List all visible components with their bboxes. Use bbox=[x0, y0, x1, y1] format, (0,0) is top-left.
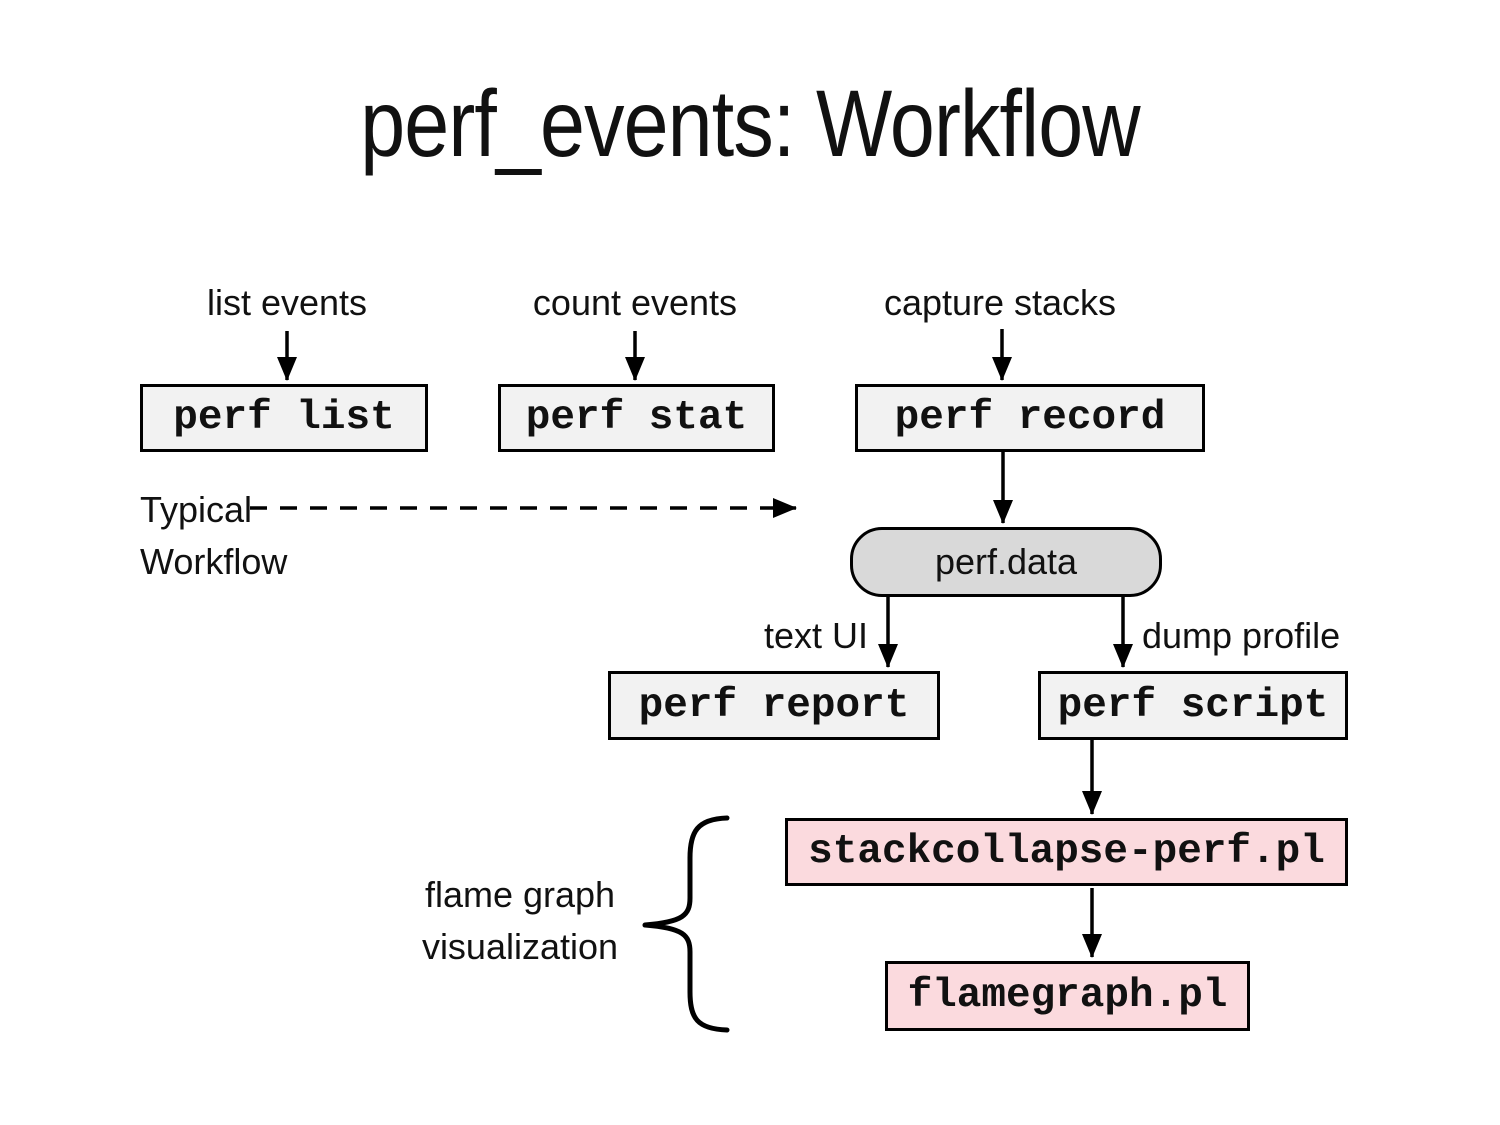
node-perf-stat: perf stat bbox=[498, 384, 775, 452]
node-perf-report: perf report bbox=[608, 671, 940, 740]
node-perf-data: perf.data bbox=[850, 527, 1162, 597]
label-flame-graph-line2: visualization bbox=[421, 926, 619, 967]
slide-title: perf_events: Workflow bbox=[360, 71, 1140, 177]
label-typical-line2: Workflow bbox=[140, 541, 288, 582]
node-stackcollapse-perf-pl: stackcollapse-perf.pl bbox=[785, 818, 1348, 886]
label-flame-graph-visualization: flame graph visualization bbox=[370, 869, 670, 973]
label-capture-stacks: capture stacks bbox=[883, 282, 1117, 323]
node-perf-script: perf script bbox=[1038, 671, 1348, 740]
node-perf-record-label: perf record bbox=[894, 395, 1166, 441]
node-flamegraph-pl: flamegraph.pl bbox=[885, 961, 1250, 1031]
node-perf-list: perf list bbox=[140, 384, 428, 452]
label-flame-graph-line1: flame graph bbox=[424, 874, 616, 915]
node-stackcollapse-label: stackcollapse-perf.pl bbox=[808, 829, 1325, 875]
label-text-ui: text UI bbox=[763, 615, 868, 656]
node-perf-report-label: perf report bbox=[638, 682, 910, 729]
label-dump-profile: dump profile bbox=[1142, 615, 1341, 656]
node-perf-stat-label: perf stat bbox=[525, 395, 748, 441]
label-typical-workflow: Typical Workflow bbox=[140, 484, 287, 588]
label-typical-line1: Typical bbox=[140, 489, 253, 530]
label-list-events: list events bbox=[206, 282, 368, 323]
node-perf-record: perf record bbox=[855, 384, 1205, 452]
node-perf-data-label: perf.data bbox=[934, 541, 1078, 582]
node-flamegraph-label: flamegraph.pl bbox=[907, 973, 1228, 1019]
node-perf-script-label: perf script bbox=[1057, 682, 1329, 729]
label-count-events: count events bbox=[532, 282, 738, 323]
node-perf-list-label: perf list bbox=[173, 395, 395, 441]
